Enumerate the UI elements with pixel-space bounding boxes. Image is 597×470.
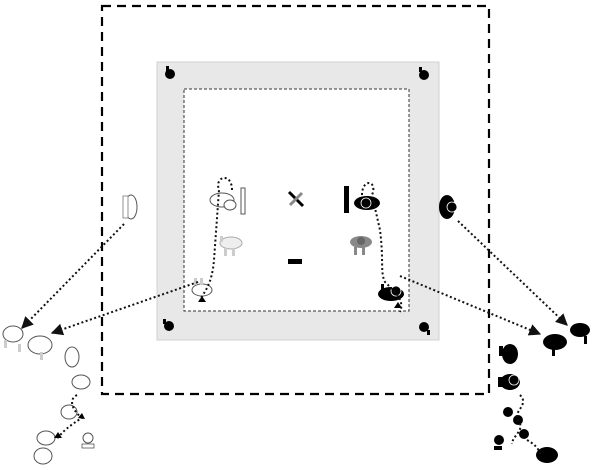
path-left-entry-to-exit xyxy=(21,223,125,329)
black-dancer-entry-right xyxy=(439,195,458,219)
dash-mark xyxy=(288,259,302,264)
path-center-right-to-exit xyxy=(399,275,542,336)
bar-mark-left xyxy=(240,187,246,215)
bar-mark-right xyxy=(344,186,349,213)
path-center-left-to-exit xyxy=(50,281,199,336)
white-dancer-entry-left xyxy=(122,194,138,220)
corner-marker-top-right xyxy=(419,67,429,80)
corner-marker-top-left xyxy=(165,66,175,79)
white-dancer-pair-inner-left xyxy=(191,278,213,302)
white-dancer-exit-cluster-left xyxy=(2,325,95,465)
black-dancer-pair-center xyxy=(344,186,380,255)
black-dancer-exit-cluster-right xyxy=(494,323,590,463)
corner-marker-bottom-right xyxy=(419,322,430,335)
black-dancer-pair-inner-right xyxy=(378,284,404,308)
path-right-entry-to-exit xyxy=(457,220,568,326)
cross-mark xyxy=(287,190,305,208)
corner-marker-bottom-left xyxy=(163,319,174,331)
outer-dashed-boundary xyxy=(100,4,491,396)
path-center-right-loop xyxy=(361,182,403,313)
white-dancer-pair-center xyxy=(209,187,246,256)
